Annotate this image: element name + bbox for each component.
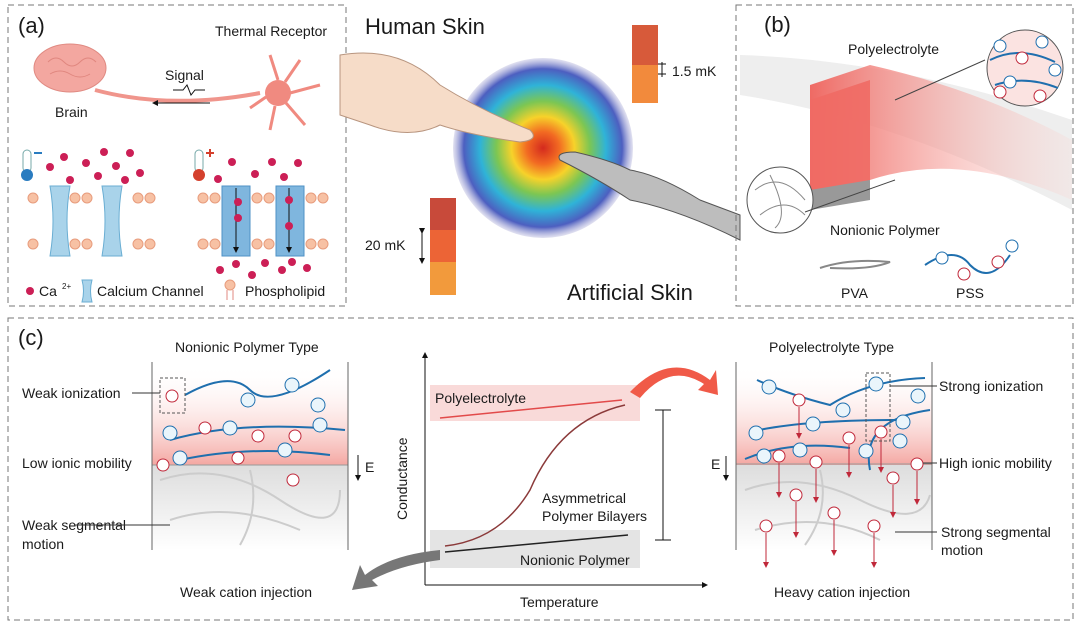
polyelectrolyte-type-diagram: Polyelectrolyte Type Strong ionization H… [711, 339, 1052, 600]
channel-legend-label: Calcium Channel [97, 283, 204, 299]
robot-hand [558, 151, 741, 241]
ca-ions-hot [214, 158, 311, 279]
thermometer-hot-icon [193, 149, 214, 181]
neuron-icon [249, 54, 321, 131]
nonionic-line [444, 534, 629, 553]
ca-ions-cold [46, 148, 144, 184]
center-illustration: Human Skin Artificial Skin 1.5 mK 20 mK [339, 14, 741, 305]
y-axis-label: Conductance [394, 437, 410, 520]
scale-bar-top: 1.5 mK [632, 25, 717, 103]
panel-b: Polyelectrolyte (b) Nonionic Polymer PVA… [735, 4, 1074, 307]
membrane-open [197, 185, 329, 257]
panel-c-border [7, 317, 1074, 621]
ca-legend-icon [26, 287, 34, 295]
high-mobility-label: High ionic mobility [939, 455, 1052, 471]
pva-chain-icon [819, 259, 891, 270]
strong-ionization-label: Strong ionization [939, 378, 1043, 394]
strong-segmental-label: Strong segmental [941, 524, 1051, 540]
field-label-left: E [365, 459, 374, 475]
nonionic-polymer-label: Nonionic Polymer [830, 222, 940, 238]
polyelectrolyte-label: Polyelectrolyte [848, 41, 939, 57]
membrane-closed [27, 185, 156, 257]
panel-c: (c) Nonionic Polymer Type Weak ionizatio… [7, 317, 1074, 621]
scale-bar-bottom: 20 mK [365, 198, 456, 295]
bilayer-curve [444, 404, 626, 547]
channel-legend-icon [81, 279, 93, 303]
top-scale-label: 1.5 mK [672, 63, 717, 79]
thermal-receptor-label: Thermal Receptor [215, 23, 327, 39]
legend-a: Ca 2+ Calcium Channel Phospholipid [26, 279, 325, 303]
brain-label: Brain [55, 104, 88, 120]
difference-bracket [655, 409, 671, 541]
conductance-temperature-plot: Polyelectrolyte Nonionic Polymer Asymmet… [352, 352, 718, 610]
bilayer-label: Asymmetrical [542, 490, 626, 506]
ca-legend-superscript: 2+ [62, 282, 71, 291]
thermal-map [453, 58, 633, 238]
arrow-to-polyelectrolyte [630, 367, 718, 398]
phospholipid-legend-label: Phospholipid [245, 283, 325, 299]
x-axis-label: Temperature [520, 594, 599, 610]
nonionic-curve-label: Nonionic Polymer [520, 552, 630, 568]
weak-injection-label: Weak cation injection [180, 584, 312, 600]
nonionic-zoom-circle [746, 166, 814, 234]
bottom-scale-label: 20 mK [365, 237, 406, 253]
bilayer-label-2: Polymer Bilayers [542, 508, 647, 524]
pss-label: PSS [956, 285, 984, 301]
ca-legend-label: Ca [39, 283, 57, 299]
field-label-right: E [711, 456, 720, 472]
pss-chain-icon [924, 239, 1019, 281]
left-title: Nonionic Polymer Type [175, 339, 319, 355]
weak-ionization-label: Weak ionization [22, 385, 121, 401]
signal-wave-icon [173, 84, 205, 96]
signal-label: Signal [165, 67, 204, 83]
panel-a: (a) Thermal Receptor Signal Brain [7, 4, 347, 307]
arrow-to-nonionic [352, 550, 440, 590]
weak-segmental-label-2: motion [22, 536, 64, 552]
nonionic-type-diagram: Nonionic Polymer Type Weak ionization Lo… [22, 339, 374, 600]
panel-c-label: (c) [18, 325, 44, 350]
polyelectrolyte-curve-label: Polyelectrolyte [435, 390, 526, 406]
nerve-fiber [94, 88, 261, 103]
strong-segmental-label-2: motion [941, 542, 983, 558]
thermometer-cold-icon [21, 149, 42, 181]
panel-b-border [735, 4, 1074, 307]
artificial-skin-label: Artificial Skin [567, 280, 693, 305]
phospholipid-legend-icon [224, 279, 236, 300]
right-title: Polyelectrolyte Type [769, 339, 894, 355]
polyelectrolyte-zoom-circle [986, 29, 1064, 107]
human-skin-label: Human Skin [365, 14, 485, 39]
weak-segmental-label: Weak segmental [22, 517, 126, 533]
heavy-injection-label: Heavy cation injection [774, 584, 910, 600]
human-hand [339, 52, 534, 143]
brain-icon [33, 43, 107, 93]
low-mobility-label: Low ionic mobility [22, 455, 132, 471]
calcium-channel-open [221, 185, 305, 257]
nonionic-band [430, 530, 640, 568]
panel-b-label: (b) [764, 12, 791, 37]
calcium-channel-closed [49, 185, 123, 257]
panel-a-label: (a) [18, 13, 45, 38]
bilayer-slab [810, 65, 1072, 200]
pva-label: PVA [841, 285, 869, 301]
polyelectrolyte-line [439, 399, 623, 419]
